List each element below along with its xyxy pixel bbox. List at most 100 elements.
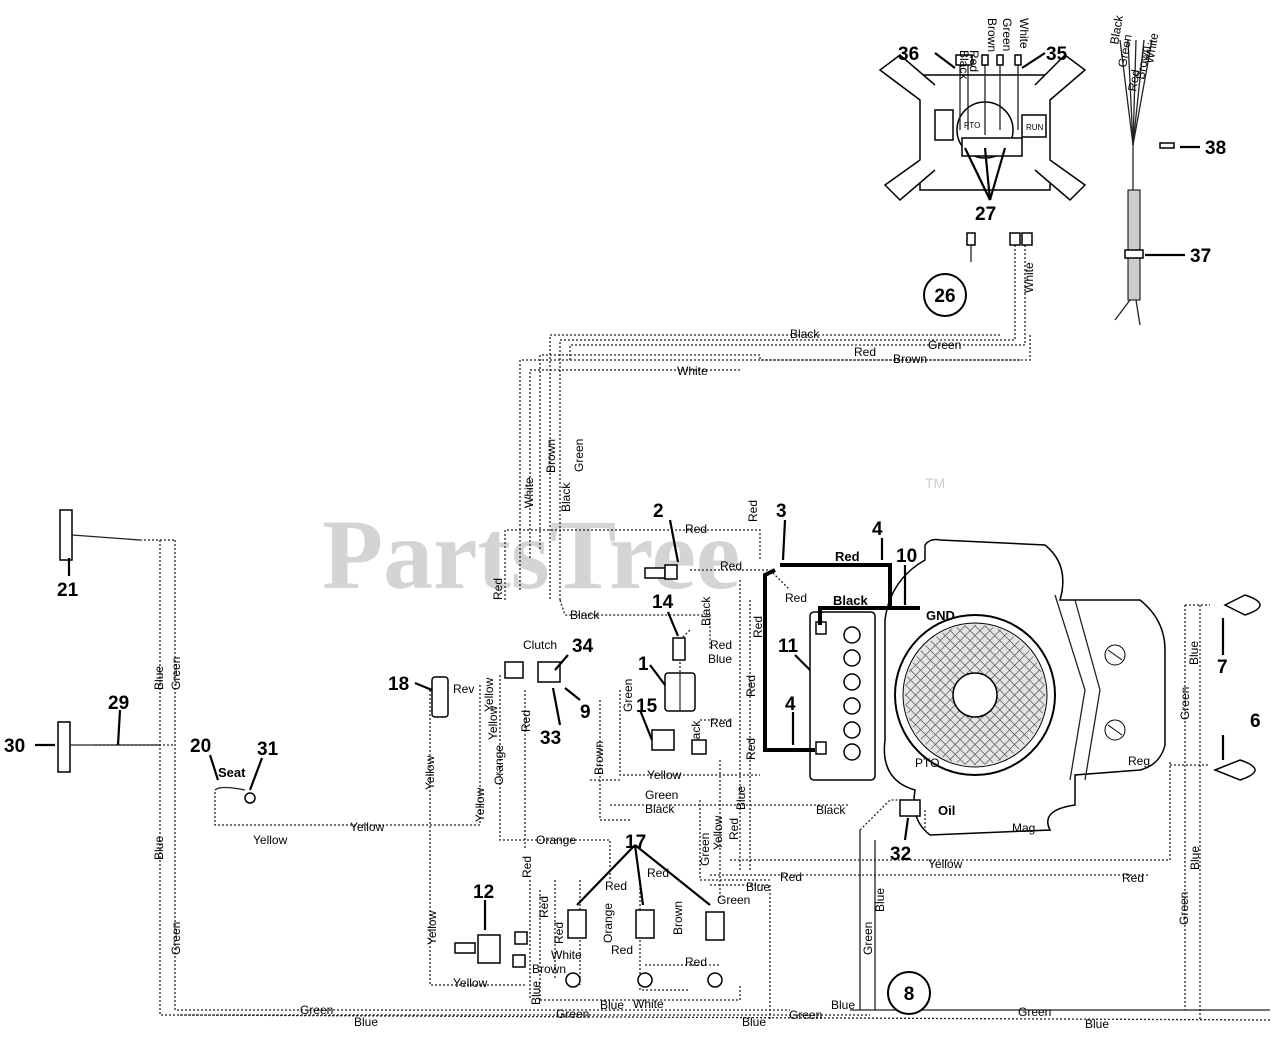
headlight-30	[57, 721, 160, 773]
wire-blue-r1: Blue	[1187, 641, 1201, 665]
wire-green-left: Green	[169, 922, 183, 955]
wire-white-v: White	[522, 477, 536, 508]
callout-31: 31	[257, 739, 279, 760]
wire-red-15: Red	[710, 716, 732, 730]
run-switch-label: RUN	[1026, 123, 1044, 132]
callout-4a: 4	[872, 519, 883, 540]
wire-green-b1: Green	[300, 1003, 333, 1017]
pto-clutch-switch	[504, 661, 561, 683]
relay-17c	[705, 911, 725, 941]
wire-red-17e: Red	[552, 922, 566, 944]
wire-red-v7: Red	[727, 818, 741, 840]
battery	[809, 611, 876, 781]
wire-brown-v2: Brown	[592, 741, 606, 775]
wire-blue-12: Blue	[529, 981, 543, 1005]
wire-red-h2: Red	[780, 870, 802, 884]
harness-right-red: Red	[1125, 68, 1143, 92]
callout-14: 14	[652, 592, 674, 613]
callout-10: 10	[896, 546, 917, 567]
terminal-reg: Reg	[1128, 754, 1150, 768]
wire-orange-17: Orange	[601, 903, 615, 943]
wire-green-b3: Green	[789, 1008, 822, 1022]
wire-green-v: Green	[572, 439, 586, 472]
wire-blue-17b: Blue	[600, 998, 624, 1012]
wire-red-17a: Red	[520, 856, 534, 878]
wire-yellow-h1: Yellow	[647, 768, 682, 782]
callout-4b: 4	[785, 694, 796, 715]
wire-black-v: Black	[559, 482, 573, 512]
wire-green-b4: Green	[1018, 1005, 1051, 1019]
wire-red-v4: Red	[744, 675, 758, 697]
wire-harness-assembly	[1114, 39, 1175, 326]
callout-1: 1	[638, 654, 649, 675]
callout-8: 8	[904, 984, 915, 1005]
callout-33: 33	[540, 728, 561, 749]
wire-red-h1: Red	[685, 522, 707, 536]
callout-6: 6	[1250, 711, 1261, 732]
lamp-6	[1212, 759, 1256, 781]
wire-red-v6: Red	[519, 710, 533, 732]
wire-blue-h1: Blue	[746, 880, 770, 894]
harness-top-wires	[955, 54, 1022, 135]
wire-blue-b4: Blue	[1085, 1017, 1109, 1031]
headlight-left	[59, 509, 141, 561]
callout-17: 17	[625, 832, 646, 853]
callout-20: 20	[190, 736, 211, 757]
wire-green-r1: Green	[1178, 687, 1192, 720]
engine	[883, 538, 1166, 836]
fuse-2	[644, 564, 678, 580]
relay-sockets	[565, 972, 723, 988]
wire-red-v1: Red	[491, 578, 505, 600]
terminal-rev: Rev	[453, 682, 474, 696]
callout-34: 34	[572, 636, 594, 657]
wire-red-17f: Red	[611, 943, 633, 957]
wire-blue-21: Blue	[152, 666, 166, 690]
wire-black-top: Black	[790, 327, 820, 341]
wire-red-h3: Red	[1122, 871, 1144, 885]
wire-green-21: Green	[169, 657, 183, 690]
wire-green-b2: Green	[556, 1007, 589, 1021]
wire-green-h1: Green	[645, 788, 678, 802]
wire-blue-b3: Blue	[831, 998, 855, 1012]
harness-top-white: White	[1017, 18, 1031, 49]
oil-switch-32	[899, 799, 921, 817]
wire-blue-b2: Blue	[742, 1015, 766, 1029]
wire-yellow-12: Yellow	[425, 910, 439, 945]
wire-yellow-12b: Yellow	[453, 976, 488, 990]
wire-yellow-v4: Yellow	[711, 815, 725, 850]
wire-red-14: Red	[710, 638, 732, 652]
wire-green-8: Green	[861, 922, 875, 955]
ignition-switch-housing	[878, 54, 1087, 202]
callout-arrows	[35, 52, 1225, 930]
mid-wiring	[95, 529, 1271, 1021]
wire-black-14v: Black	[699, 596, 713, 626]
wire-orange-h: Orange	[536, 833, 576, 847]
callout-3: 3	[776, 501, 787, 522]
terminal-seat: Seat	[218, 765, 246, 780]
harness-right-green: Green	[1115, 33, 1135, 68]
wire-yellow-seat1: Yellow	[350, 820, 385, 834]
wire-blue-b1: Blue	[354, 1015, 378, 1029]
callout-7: 7	[1217, 657, 1228, 678]
callout-15: 15	[636, 696, 658, 717]
wire-red-v5: Red	[744, 738, 758, 760]
harness-right-brown: Brown	[1133, 45, 1153, 81]
wire-yellow-seat2: Yellow	[253, 833, 288, 847]
wire-red-17b: Red	[605, 879, 627, 893]
wire-red-2: Red	[720, 559, 742, 573]
wire-brown-17: Brown	[671, 901, 685, 935]
wire-green-r2: Green	[1177, 892, 1191, 925]
wire-red-17d: Red	[537, 896, 551, 918]
terminal-gnd: GND	[926, 608, 955, 623]
wire-yellow-rev: Yellow	[482, 677, 496, 712]
wire-red-17g: Red	[685, 955, 707, 969]
callout-38: 38	[1205, 138, 1226, 159]
wire-yellow-h2: Yellow	[928, 857, 963, 871]
callout-35: 35	[1046, 44, 1068, 65]
wire-black-bat: Black	[833, 593, 868, 608]
wire-white-17: White	[551, 948, 582, 962]
wire-red-v3: Red	[751, 616, 765, 638]
terminal-clutch: Clutch	[523, 638, 557, 652]
relay-17b	[635, 909, 655, 939]
